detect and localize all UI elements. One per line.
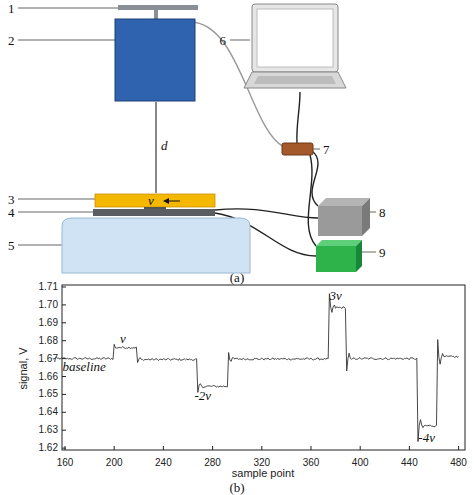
annotation: 3v bbox=[329, 289, 341, 302]
axis-tick-label: 1.68 bbox=[39, 336, 58, 346]
axis-tick-label: 440 bbox=[401, 458, 418, 468]
amplifier bbox=[282, 143, 313, 155]
axis-tick-label: 1.64 bbox=[39, 407, 58, 417]
annotation: v bbox=[120, 332, 126, 345]
laptop-base bbox=[244, 72, 346, 88]
box-side bbox=[356, 240, 362, 272]
axis-tick bbox=[62, 340, 66, 341]
axis-tick-label: 1.63 bbox=[39, 425, 58, 435]
callout-number: 4 bbox=[8, 206, 15, 219]
holder-bar bbox=[118, 5, 198, 10]
axis-tick bbox=[311, 446, 312, 450]
leader-line bbox=[230, 40, 250, 41]
leader-line bbox=[18, 212, 93, 213]
probe-block bbox=[115, 19, 195, 101]
motor-controller bbox=[316, 246, 356, 272]
callout-number: 9 bbox=[379, 246, 386, 259]
signal-trace bbox=[53, 294, 459, 442]
box-side bbox=[362, 198, 370, 236]
axis-tick-label: 1.67 bbox=[39, 354, 58, 364]
axis-tick bbox=[458, 446, 459, 450]
axis-tick-label: 480 bbox=[450, 458, 467, 468]
box-top bbox=[316, 240, 362, 246]
leader-line bbox=[362, 252, 376, 253]
axis-tick bbox=[212, 446, 213, 450]
panel-label: (b) bbox=[229, 481, 244, 494]
panel-label: (a) bbox=[230, 271, 244, 284]
axis-title: sample point bbox=[232, 468, 294, 479]
callout-number: 5 bbox=[8, 239, 15, 252]
leader-line bbox=[313, 149, 320, 150]
sample-plate bbox=[95, 194, 215, 207]
callout-number: 7 bbox=[323, 143, 330, 156]
power-supply bbox=[318, 206, 362, 236]
axis-tick bbox=[114, 446, 115, 450]
cable bbox=[312, 151, 318, 206]
axis-tick bbox=[360, 446, 361, 450]
laptop-keyboard bbox=[254, 76, 336, 84]
leader-line bbox=[18, 245, 62, 246]
linear-stage bbox=[93, 209, 215, 216]
axis-tick-label: 280 bbox=[204, 458, 221, 468]
velocity-label: v bbox=[148, 194, 154, 207]
axis-tick-label: 320 bbox=[253, 458, 270, 468]
distance-line bbox=[156, 102, 157, 193]
axis-tick-label: 1.71 bbox=[39, 282, 58, 292]
axis-tick-label: 1.62 bbox=[39, 443, 58, 453]
axis-tick bbox=[163, 446, 164, 450]
axis-tick bbox=[62, 430, 66, 431]
callout-number: 1 bbox=[8, 2, 15, 15]
callout-number: 8 bbox=[379, 206, 386, 219]
annotation: baseline bbox=[63, 360, 106, 373]
axis-tick bbox=[62, 376, 66, 377]
distance-label: d bbox=[161, 139, 168, 152]
axis-tick-label: 400 bbox=[352, 458, 369, 468]
holder-stem bbox=[154, 10, 158, 19]
axis-tick bbox=[261, 446, 262, 450]
box-top bbox=[318, 198, 370, 206]
axis-tick bbox=[62, 304, 66, 305]
leader-line bbox=[18, 8, 118, 9]
annotation: -2v bbox=[194, 389, 211, 402]
axis-tick-label: 1.66 bbox=[39, 372, 58, 382]
axis-tick bbox=[62, 287, 66, 288]
axis-tick-label: 1.70 bbox=[39, 300, 58, 310]
axis-tick bbox=[409, 446, 410, 450]
axis-tick-label: 1.65 bbox=[39, 389, 58, 399]
axis-tick bbox=[62, 322, 66, 323]
arrowhead bbox=[163, 198, 169, 204]
axis-tick-label: 360 bbox=[303, 458, 320, 468]
callout-number: 6 bbox=[220, 34, 227, 47]
leader-line bbox=[18, 199, 95, 200]
axis-tick-label: 160 bbox=[57, 458, 74, 468]
cable bbox=[308, 155, 316, 246]
annotation: -4v bbox=[418, 431, 435, 444]
axis-tick-label: 1.69 bbox=[39, 318, 58, 328]
leader-line bbox=[18, 40, 115, 41]
axis-tick bbox=[62, 394, 66, 395]
axis-tick bbox=[62, 412, 66, 413]
laptop-screen bbox=[252, 4, 338, 72]
axis-tick bbox=[65, 446, 66, 450]
axis-title: signal, V bbox=[18, 347, 29, 389]
axis-tick-label: 240 bbox=[155, 458, 172, 468]
axis-tick-label: 200 bbox=[106, 458, 123, 468]
laptop-display bbox=[257, 9, 333, 67]
callout-number: 2 bbox=[8, 34, 15, 47]
plot-frame bbox=[62, 285, 465, 450]
callout-number: 3 bbox=[8, 193, 15, 206]
cable bbox=[297, 92, 300, 143]
base-table bbox=[62, 218, 250, 273]
